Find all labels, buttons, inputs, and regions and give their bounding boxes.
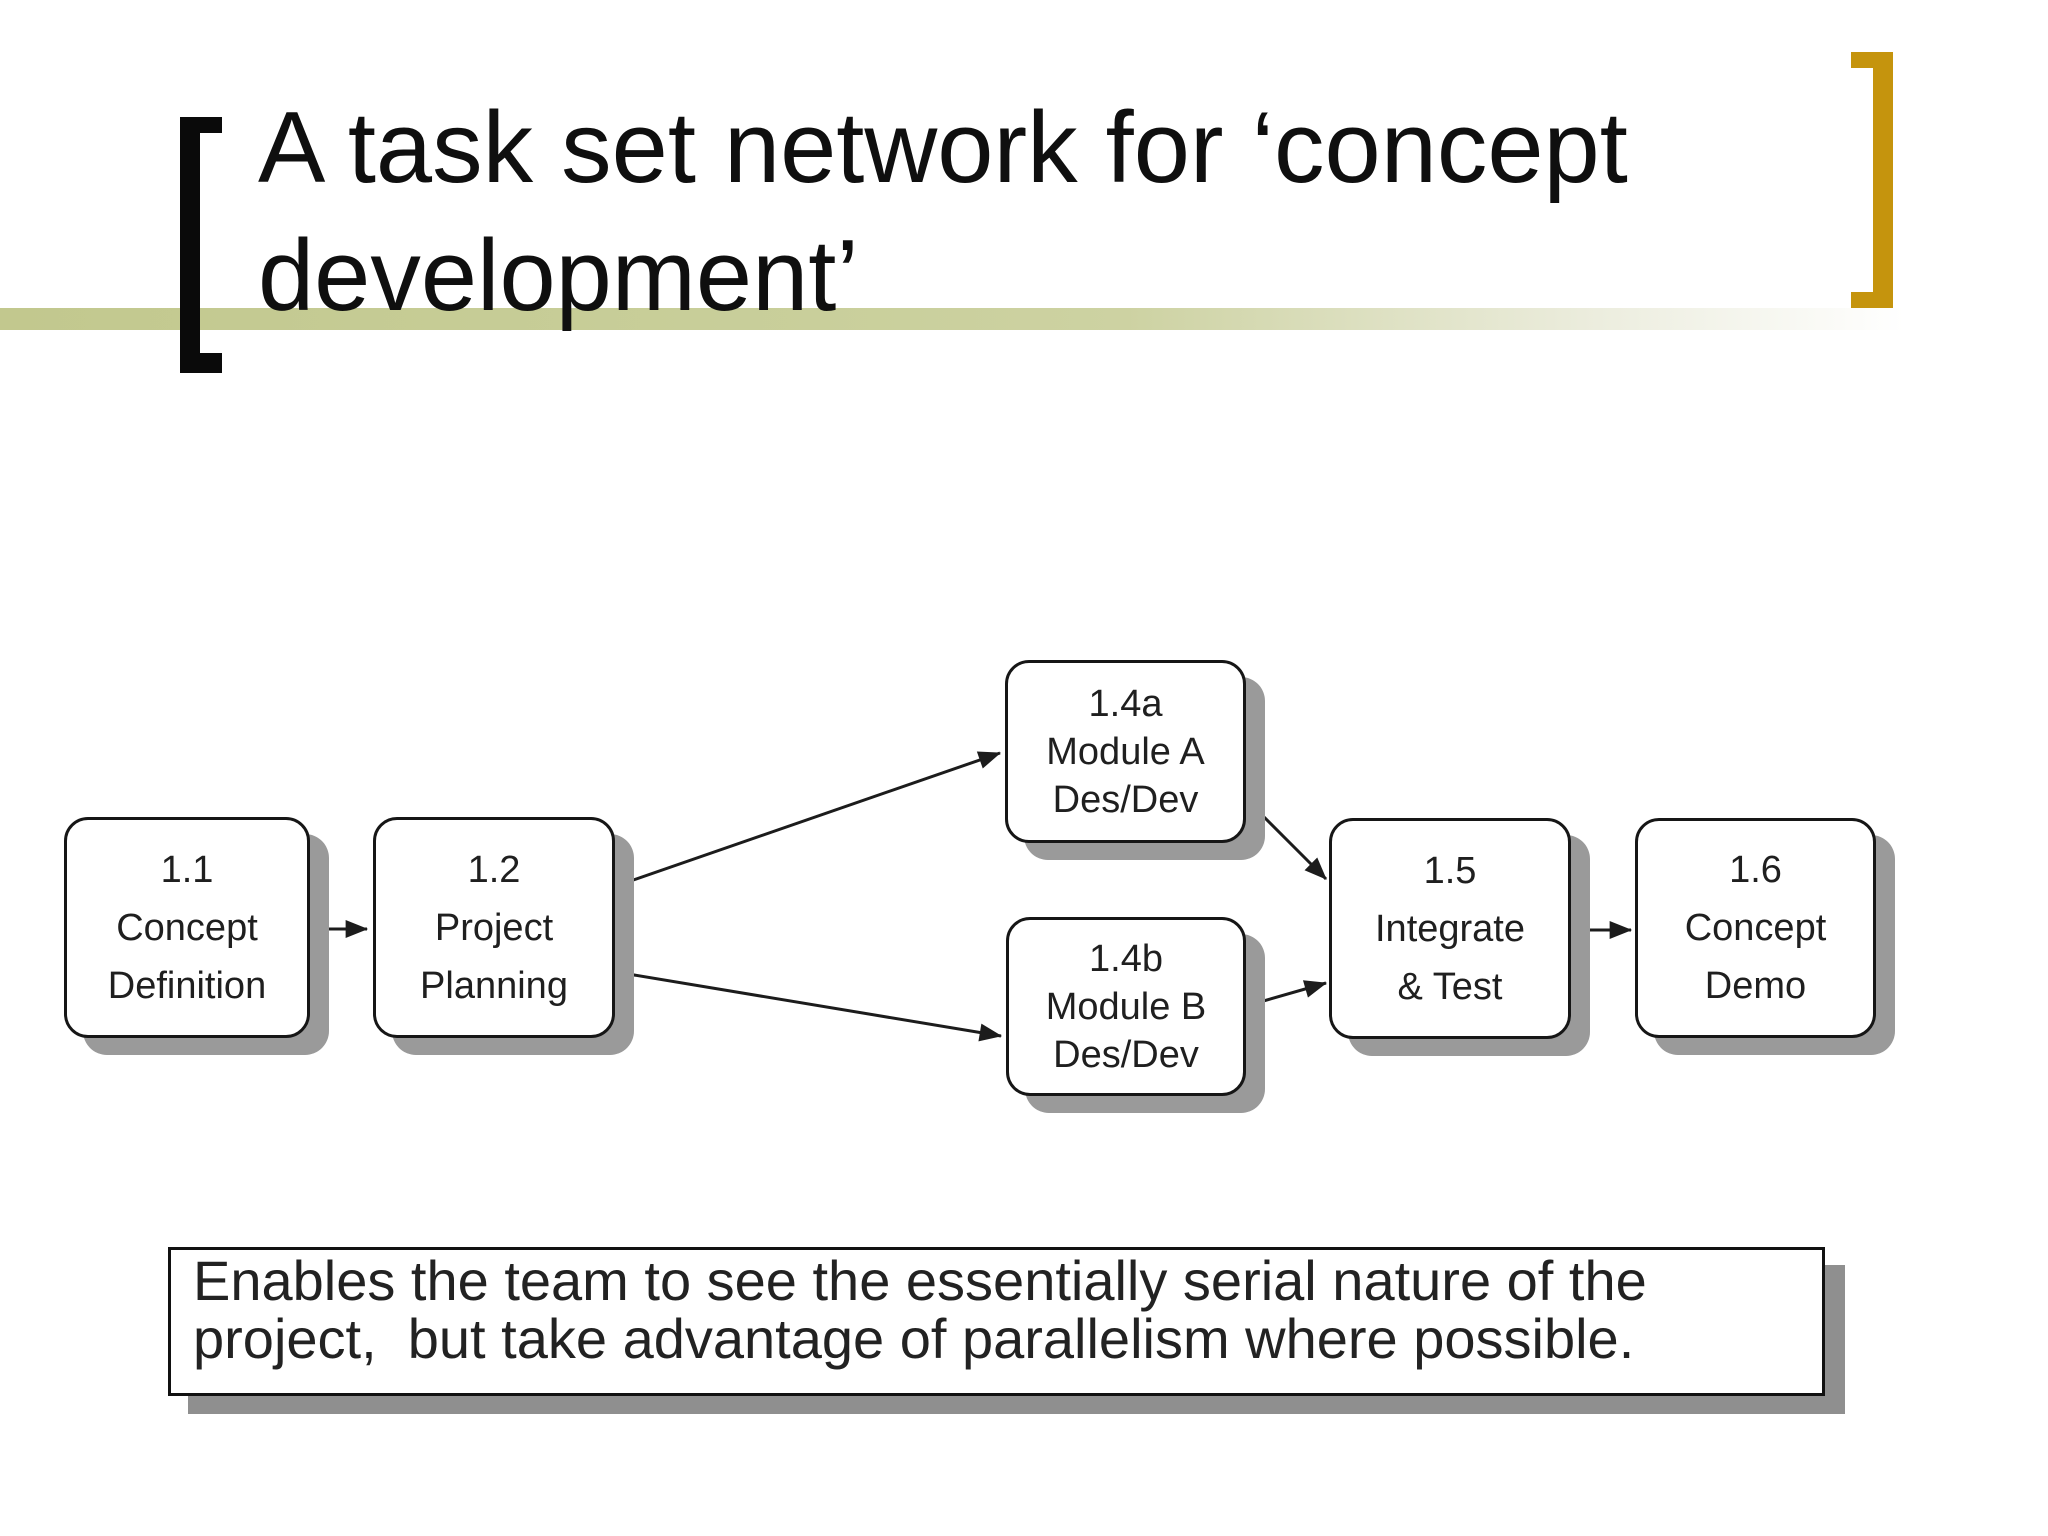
left-bracket-decoration <box>180 117 222 373</box>
note-callout-box: Enables the team to see the essentially … <box>168 1247 1825 1396</box>
arrow-1-4a-to-1-5 <box>1244 797 1328 881</box>
task-box-1-6-concept-demo: 1.6 Concept Demo <box>1635 818 1876 1038</box>
title-underline-band <box>0 308 2048 330</box>
task-box-1-1-concept-definition: 1.1 Concept Definition <box>64 817 310 1038</box>
arrow-1-2-to-1-4a <box>615 751 1002 888</box>
arrow-1-4b-to-1-5 <box>1245 980 1328 1008</box>
arrow-1-2-to-1-4b <box>615 970 1003 1042</box>
slide-title: A task set network for ‘concept developm… <box>258 92 1628 332</box>
task-box-1-2-project-planning: 1.2 Project Planning <box>373 817 615 1038</box>
task-box-1-5-integrate-test: 1.5 Integrate & Test <box>1329 818 1571 1039</box>
task-box-1-4a-module-a-des-dev: 1.4a Module A Des/Dev <box>1005 660 1246 843</box>
right-bracket-decoration <box>1851 52 1893 308</box>
task-box-1-4b-module-b-des-dev: 1.4b Module B Des/Dev <box>1006 917 1246 1096</box>
